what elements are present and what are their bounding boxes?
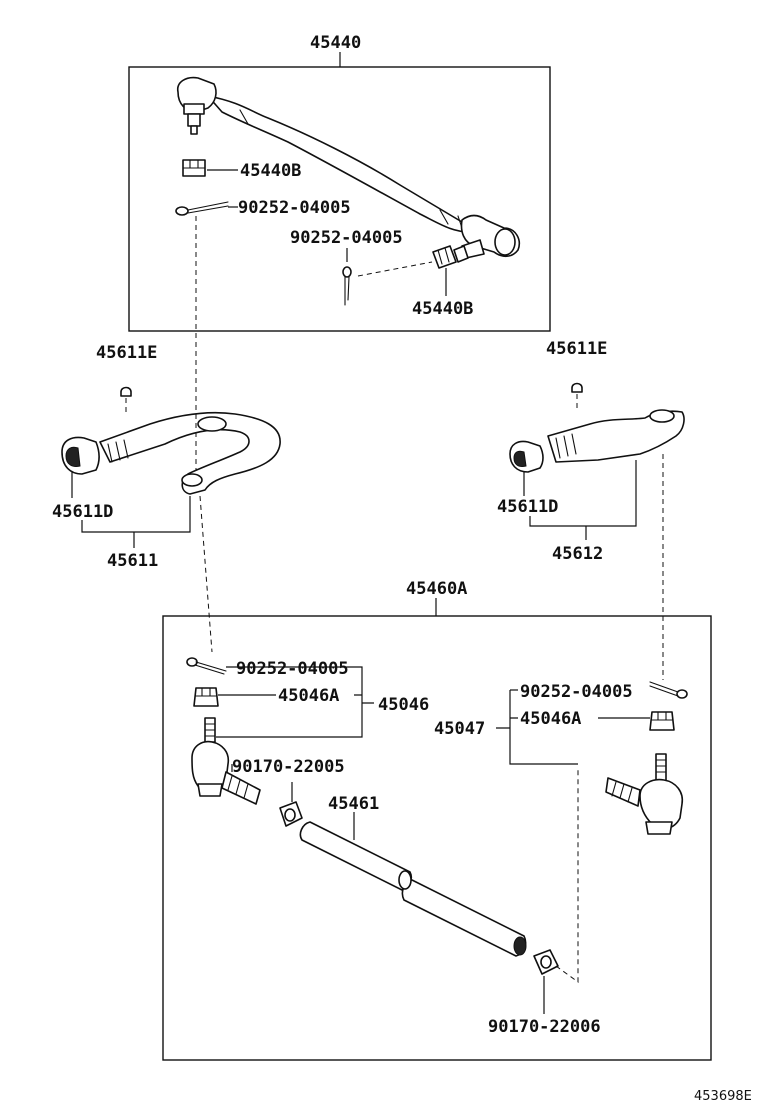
woodruff-key-45611E-right	[571, 382, 583, 393]
dash-left-vertical	[195, 216, 213, 653]
label-45440: 45440	[310, 33, 361, 53]
dash-cotter-to-nut	[357, 261, 433, 277]
steering-arm-45612	[509, 409, 685, 473]
label-90252-left: 90252-04005	[236, 659, 349, 679]
cotter-pin-90252-right	[649, 681, 688, 699]
label-45460A: 45460A	[406, 579, 467, 599]
cotter-pin-90252-left	[186, 657, 227, 675]
cotter-pin-90252-top	[175, 201, 229, 216]
label-45046: 45046	[378, 695, 429, 715]
label-90170-22006: 90170-22006	[488, 1017, 601, 1037]
castle-nut-45046A-left	[193, 687, 219, 707]
label-45440B-top: 45440B	[240, 161, 301, 181]
label-90252-right: 90252-04005	[520, 682, 633, 702]
label-45046A-left: 45046A	[278, 686, 339, 706]
woodruff-key-45611E-left	[120, 386, 132, 397]
lock-nut-90170-22005	[279, 801, 303, 827]
label-45611E-right: 45611E	[546, 339, 607, 359]
tie-rod-end-45046	[191, 717, 261, 805]
label-45461: 45461	[328, 794, 379, 814]
label-45047: 45047	[434, 719, 485, 739]
dash-nut-right	[555, 768, 579, 983]
tie-rod-end-45047	[605, 753, 684, 835]
lock-nut-90170-22006	[533, 949, 559, 975]
diagram-code: 453698E	[694, 1089, 752, 1104]
steering-arm-45611	[61, 411, 281, 495]
label-45611E-left: 45611E	[96, 343, 157, 363]
frame-45460A	[162, 615, 712, 1061]
cotter-pin-90252-mid	[342, 266, 352, 306]
label-45611D-left: 45611D	[52, 502, 113, 522]
label-45611D-right: 45611D	[497, 497, 558, 517]
drag-link-45440	[176, 76, 520, 263]
label-90252-mid: 90252-04005	[290, 228, 403, 248]
label-45440B-bottom: 45440B	[412, 299, 473, 319]
label-45046A-right: 45046A	[520, 709, 581, 729]
label-90170-22005: 90170-22005	[232, 757, 345, 777]
label-45612: 45612	[552, 544, 603, 564]
castle-nut-45440B-top	[182, 159, 206, 177]
label-90252-top: 90252-04005	[238, 198, 351, 218]
castle-nut-45046A-right	[649, 711, 675, 731]
label-45611: 45611	[107, 551, 158, 571]
castle-nut-45440B-bottom	[432, 245, 457, 269]
leader-lines	[71, 52, 650, 1014]
adjusting-tube-45461	[299, 821, 527, 957]
